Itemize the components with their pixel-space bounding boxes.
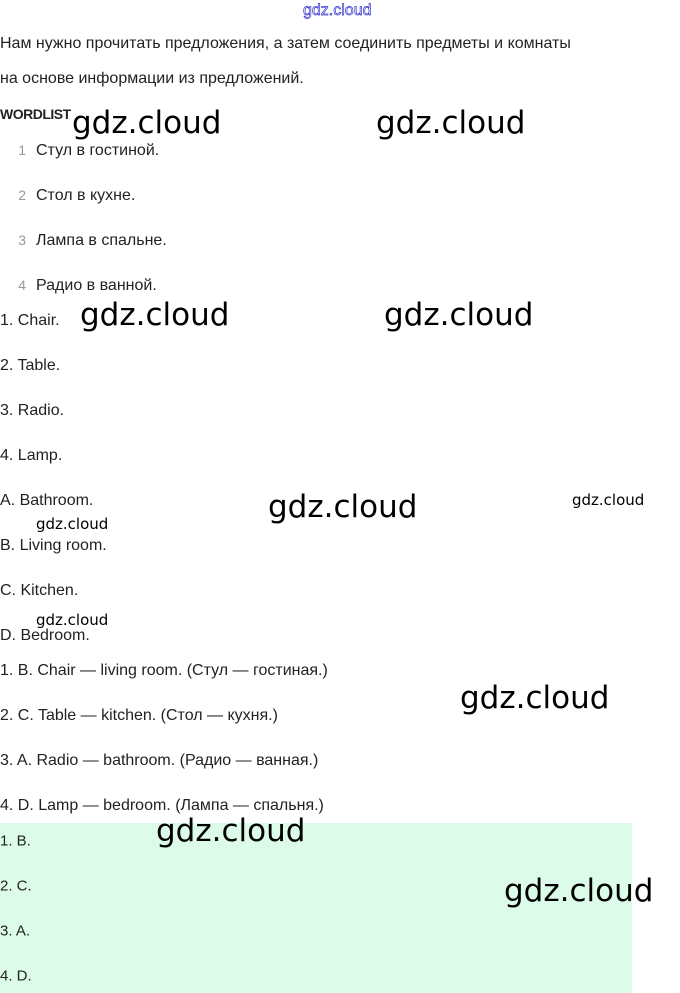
watermark: gdz.cloud	[268, 489, 418, 525]
item-number: 2	[18, 187, 26, 203]
watermark: gdz.cloud	[384, 297, 534, 333]
item-text: Лампа в спальне.	[36, 232, 167, 249]
watermark: gdz.cloud	[504, 873, 654, 909]
watermark: gdz.cloud	[156, 813, 306, 849]
match-line: 3. A. Radio — bathroom. (Радио — ванная.…	[0, 752, 319, 769]
wordlist-item: 1 Стул в гостиной.	[0, 142, 159, 160]
item-number: 4	[18, 277, 26, 293]
item-line: 3. Radio.	[0, 402, 65, 419]
item-line: 4. Lamp.	[0, 447, 63, 464]
intro-line: на основе информации из предложений.	[0, 70, 304, 87]
watermark: gdz.cloud	[36, 611, 109, 629]
room-line: A. Bathroom.	[0, 492, 94, 509]
item-text: Радио в ванной.	[36, 277, 157, 294]
answer-line: 1. B.	[0, 832, 31, 850]
watermark: gdz.cloud	[572, 491, 645, 509]
watermark: gdz.cloud	[303, 2, 372, 20]
watermark: gdz.cloud	[36, 515, 109, 533]
match-line: 2. C. Table — kitchen. (Стол — кухня.)	[0, 707, 278, 724]
wordlist-item: 4 Радио в ванной.	[0, 277, 157, 295]
item-line: 1. Chair.	[0, 312, 60, 329]
match-line: 1. B. Chair — living room. (Стул — гости…	[0, 662, 328, 679]
answer-line: 4. D.	[0, 967, 32, 985]
watermark: gdz.cloud	[72, 105, 222, 141]
watermark: gdz.cloud	[80, 297, 230, 333]
answer-line: 2. C.	[0, 877, 32, 895]
room-line: B. Living room.	[0, 537, 107, 554]
answer-line: 3. A.	[0, 922, 31, 940]
room-line: D. Bedroom.	[0, 627, 90, 644]
wordlist-item: 3 Лампа в спальне.	[0, 232, 167, 250]
item-number: 3	[18, 232, 26, 248]
match-line: 4. D. Lamp — bedroom. (Лампа — спальня.)	[0, 797, 324, 814]
item-line: 2. Table.	[0, 357, 61, 374]
wordlist-item: 2 Стол в кухне.	[0, 187, 135, 205]
wordlist-title: WORDLIST	[0, 106, 71, 122]
item-text: Стул в гостиной.	[36, 142, 160, 159]
intro-line: Нам нужно прочитать предложения, а затем…	[0, 35, 571, 52]
item-text: Стол в кухне.	[36, 187, 136, 204]
watermark: gdz.cloud	[460, 680, 610, 716]
room-line: C. Kitchen.	[0, 582, 79, 599]
item-number: 1	[18, 142, 26, 158]
watermark: gdz.cloud	[376, 105, 526, 141]
answer-box	[0, 823, 632, 993]
